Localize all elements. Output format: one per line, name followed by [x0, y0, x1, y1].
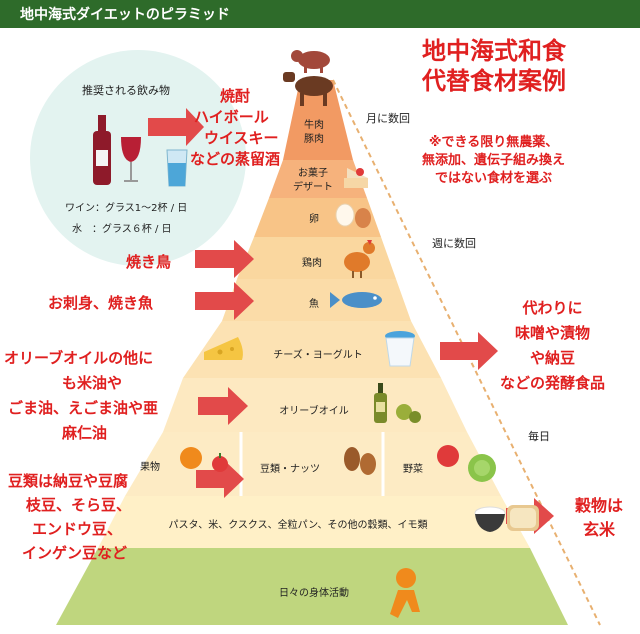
alt-chicken: 焼き鳥: [126, 253, 172, 271]
fish-icon: [330, 292, 382, 308]
frequency-daily: 毎日: [528, 430, 550, 443]
note-line: 無添加、遺伝子組み換え: [422, 153, 566, 168]
pig-icon: [291, 50, 330, 73]
alt-grain-line: 穀物は: [575, 496, 624, 515]
tier-label-fish: 魚: [309, 299, 319, 310]
tier-dividers: [239, 432, 385, 496]
wine-bottle-icon: [93, 115, 111, 185]
drinks-circle: [30, 50, 246, 266]
frequency-dashed-line: [332, 79, 601, 626]
tier-label-sweets: お菓子: [298, 168, 328, 179]
alt-grain-line: 玄米: [583, 520, 616, 539]
frequency-monthly: 月に数回: [366, 112, 410, 125]
nuts-icon: [344, 447, 376, 475]
olive-oil-icon: [374, 383, 421, 423]
tier-label-dessert: デザート: [293, 182, 333, 193]
tier-fish: [222, 279, 411, 321]
alt-oil-line: オリーブオイルの他に: [4, 349, 154, 367]
drinks-title: 推奨される飲み物: [82, 84, 170, 97]
person-running-icon: [390, 568, 420, 618]
alt-fermented-line: や納豆: [530, 349, 576, 367]
title-block: 地中海式和食 代替食材案例: [422, 36, 566, 96]
alt-beans-block: 豆類は納豆や豆腐 枝豆、そら豆、 エンドウ豆、 インゲン豆など: [8, 469, 131, 565]
header-title: 地中海式ダイエットのピラミッド: [20, 7, 230, 23]
tier-label-activity: 日々の身体活動: [279, 588, 349, 599]
alt-oil-line: ごま油、えごま油や亜: [8, 399, 159, 417]
note-line: ではない食材を選ぶ: [435, 171, 553, 186]
egg-icon: [335, 203, 371, 228]
alt-fermented-line: 味噌や漬物: [515, 324, 591, 342]
note-block: ※できる限り無農薬、 無添加、遺伝子組み換え ではない食材を選ぶ: [422, 134, 565, 188]
tier-cheese: [183, 321, 441, 378]
drinks-wine-amount: ワイン：グラス1〜2杯 / 日: [65, 203, 188, 214]
alt-fermented-line: などの発酵食品: [500, 374, 606, 392]
rice-bread-icon: [474, 505, 539, 532]
arrow-oil: [198, 387, 248, 425]
title-line: 代替食材案例: [422, 67, 566, 95]
tier-activity: [56, 548, 568, 625]
tier-grains: [98, 496, 530, 548]
drinks-water-amount: 水 ：グラス６杯 / 日: [72, 224, 172, 235]
note-line: ※できる限り無農薬、: [428, 135, 559, 150]
alt-beans-line: エンドウ豆、: [32, 520, 123, 538]
arrows: [148, 108, 554, 534]
arrow-beans: [196, 460, 244, 498]
alt-oil-line: 麻仁油: [62, 424, 108, 442]
tier-label-egg: 卵: [309, 214, 319, 225]
alt-grain-block: 穀物は 玄米: [575, 494, 623, 542]
alt-beans-line: インゲン豆など: [22, 544, 128, 562]
alt-oil-line: も米油や: [62, 374, 123, 392]
tier-olive-oil: [163, 378, 467, 432]
fruit-icon: [180, 447, 228, 472]
tier-label-pork: 豚肉: [304, 134, 324, 145]
alt-beans-line: 枝豆、そら豆、: [26, 496, 132, 514]
arrow-drinks: [148, 108, 204, 146]
header-bar: 地中海式ダイエットのピラミッド: [0, 0, 640, 28]
tier-label-beans: 豆類・ナッツ: [260, 464, 320, 475]
chicken-icon: [344, 240, 375, 278]
tier-sweets: [269, 160, 367, 198]
frequency-weekly: 週に数回: [432, 237, 476, 250]
alt-distilled-line: ウイスキー: [204, 129, 279, 147]
tier-label-grains: パスタ、米、クスクス、全粒パン、その他の穀類、イモ類: [168, 520, 428, 531]
arrow-chicken: [195, 240, 254, 278]
alt-distilled-line: 焼酎: [220, 87, 251, 105]
alt-beans-line: 豆類は納豆や豆腐: [8, 472, 129, 490]
cake-icon: [344, 168, 368, 188]
alt-distilled-block: 焼酎 ハイボール ウイスキー などの蒸留酒: [190, 86, 280, 170]
yogurt-icon: [385, 331, 415, 367]
tier-label-cheese: チーズ・ヨーグルト: [273, 350, 363, 361]
cheese-icon: [204, 337, 243, 360]
alt-distilled-line: ハイボール: [194, 108, 269, 126]
wine-glass-icon: [121, 137, 141, 182]
title-line: 地中海式和食: [422, 37, 566, 65]
tier-label-fruit: 果物: [140, 462, 160, 473]
tier-label-chicken: 鶏肉: [302, 258, 322, 269]
tier-label-vegetables: 野菜: [403, 464, 423, 475]
vegetables-icon: [437, 445, 496, 482]
tier-label-olive-oil: オリーブオイル: [279, 406, 349, 417]
alt-oil-block: オリーブオイルの他に も米油や ごま油、えごま油や亜 麻仁油: [4, 346, 158, 446]
alt-fish: お刺身、焼き魚: [48, 294, 154, 312]
water-glass-icon: [166, 149, 188, 187]
alt-fermented-line: 代わりに: [522, 299, 583, 317]
alt-distilled-line: などの蒸留酒: [190, 150, 281, 168]
arrow-fish: [195, 282, 254, 320]
alt-fermented-block: 代わりに 味噌や漬物 や納豆 などの発酵食品: [500, 296, 605, 396]
tier-label-beef: 牛肉: [304, 120, 324, 131]
arrow-fermented: [440, 332, 498, 370]
cow-icon: [283, 72, 333, 106]
